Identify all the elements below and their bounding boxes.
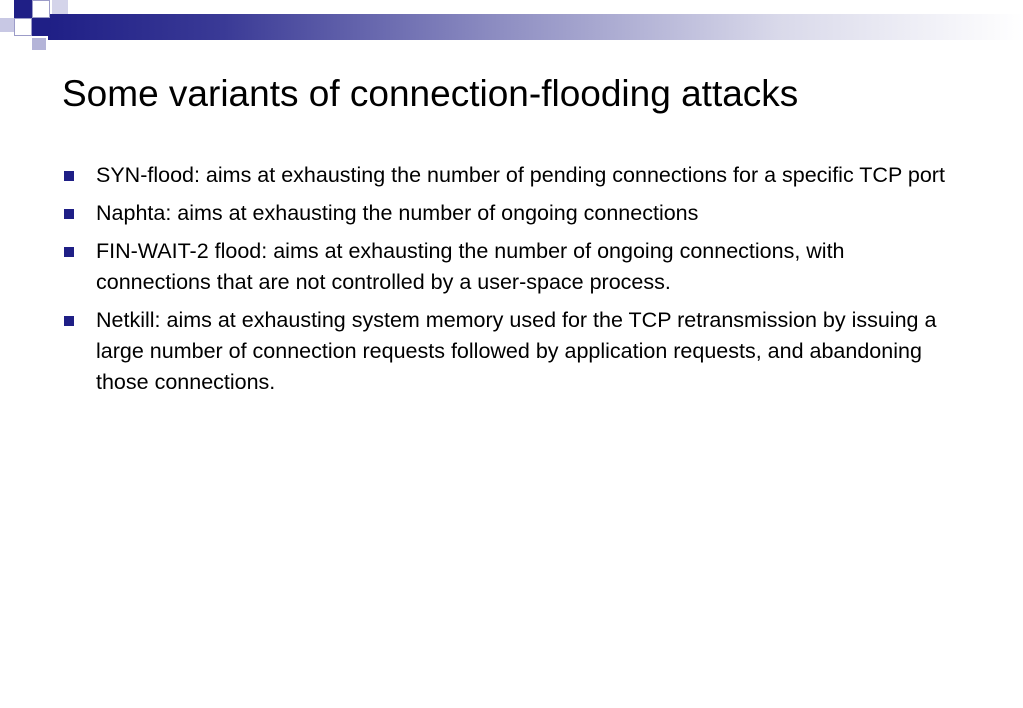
square-bullet-icon <box>64 316 74 326</box>
slide-title: Some variants of connection-flooding att… <box>62 73 799 114</box>
square-bullet-icon <box>64 247 74 257</box>
bullet-text: Naphta: aims at exhausting the number of… <box>96 201 699 225</box>
bullet-item-naphta: Naphta: aims at exhausting the number of… <box>62 198 962 229</box>
header-gradient-bar <box>48 14 1023 40</box>
header-decoration <box>0 0 1023 50</box>
decor-square-dark-1 <box>14 0 32 18</box>
decor-square-light-1 <box>0 18 14 32</box>
decor-square-light-2 <box>32 38 46 50</box>
square-bullet-icon <box>64 209 74 219</box>
decor-square-dark-2 <box>32 18 50 36</box>
decor-square-outline-2 <box>14 18 32 36</box>
bullet-text: Netkill: aims at exhausting system memor… <box>96 308 937 394</box>
bullet-text: SYN-flood: aims at exhausting the number… <box>96 163 945 187</box>
decor-square-light-3 <box>52 0 68 14</box>
bullet-item-fin-wait-2-flood: FIN-WAIT-2 flood: aims at exhausting the… <box>62 236 962 298</box>
bullet-list: SYN-flood: aims at exhausting the number… <box>62 160 962 405</box>
bullet-text: FIN-WAIT-2 flood: aims at exhausting the… <box>96 239 845 294</box>
bullet-item-syn-flood: SYN-flood: aims at exhausting the number… <box>62 160 962 191</box>
decor-square-outline-1 <box>32 0 50 18</box>
bullet-item-netkill: Netkill: aims at exhausting system memor… <box>62 305 962 398</box>
square-bullet-icon <box>64 171 74 181</box>
